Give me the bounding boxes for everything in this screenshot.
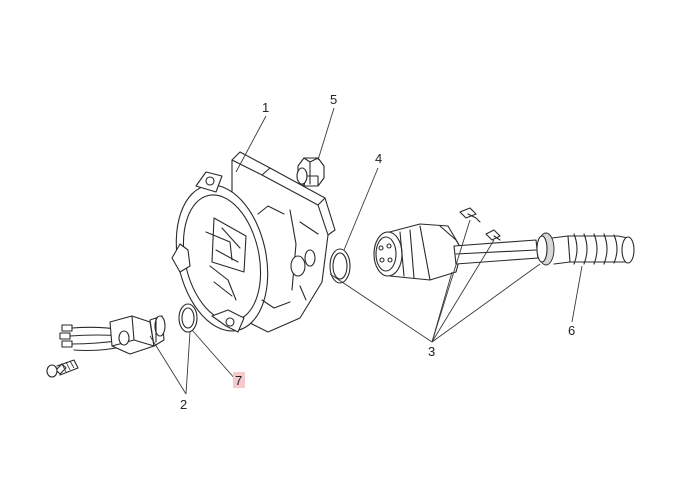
callout-labels: 1 2 3 4 5 6 7 (180, 92, 575, 412)
part-3-socket-and-screws (373, 207, 501, 281)
callout-1: 1 (262, 100, 269, 115)
callout-3: 3 (428, 344, 435, 359)
callout-2: 2 (180, 397, 187, 412)
callout-4: 4 (375, 151, 382, 166)
part-4-o-ring (329, 248, 351, 284)
callout-7-highlight (233, 372, 245, 388)
callout-5: 5 (330, 92, 337, 107)
callout-7[interactable]: 7 (235, 373, 242, 388)
part-5-fitting (296, 157, 325, 187)
leader-lines (149, 107, 583, 395)
part-6-rod-spring (453, 232, 635, 266)
part-7-o-ring (178, 303, 198, 333)
callout-6: 6 (568, 323, 575, 338)
part-1-housing (171, 151, 336, 333)
part-2-connector (46, 315, 166, 378)
